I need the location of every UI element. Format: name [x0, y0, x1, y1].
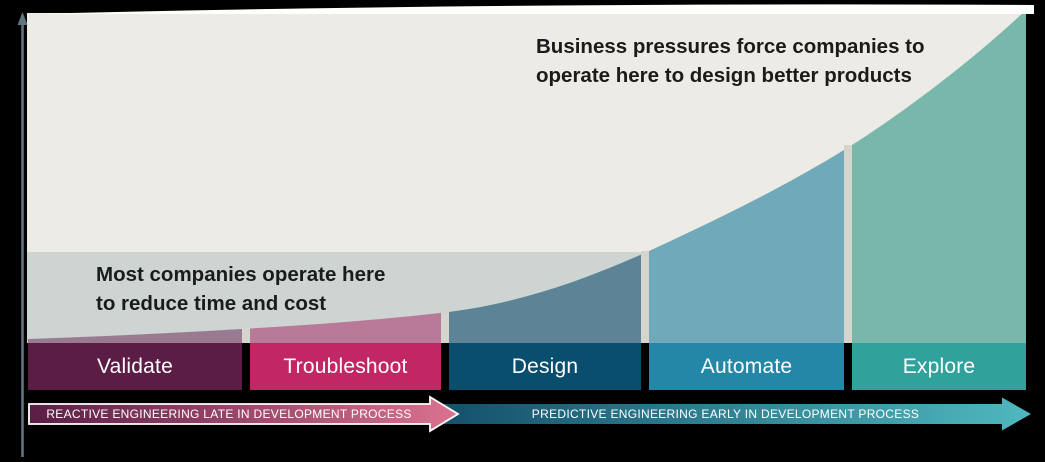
stage-bar-validate: Validate: [28, 343, 242, 390]
top-edge-highlight: [27, 4, 1034, 14]
reactive-arrow-text: REACTIVE ENGINEERING LATE IN DEVELOPMENT…: [46, 407, 412, 421]
stage-bar-design: Design: [449, 343, 641, 390]
annotation-line: Business pressures force companies to: [536, 35, 925, 58]
stage-bar-label: Design: [511, 354, 579, 378]
stage-bar-label: Explore: [902, 354, 976, 378]
stage-bar-label: Automate: [700, 354, 793, 378]
stage-divider: [641, 251, 649, 343]
stage-divider: [441, 313, 449, 343]
stage-dividers: [242, 145, 852, 343]
stage-bar-automate: Automate: [649, 343, 844, 390]
business-pressures-annotation: Business pressures force companies to op…: [536, 32, 925, 90]
annotation-line: Most companies operate here: [96, 263, 386, 286]
reactive-arrow-label: REACTIVE ENGINEERING LATE IN DEVELOPMENT…: [30, 403, 428, 425]
stage-bar-troubleshoot: Troubleshoot: [250, 343, 441, 390]
annotation-line: to reduce time and cost: [96, 292, 327, 315]
stage-divider: [242, 328, 250, 343]
annotation-line: operate here to design better products: [536, 64, 912, 87]
reactive-arrow-shape: [28, 395, 460, 433]
stage-bar-explore: Explore: [852, 343, 1026, 390]
predictive-arrow-text: PREDICTIVE ENGINEERING EARLY IN DEVELOPM…: [531, 407, 920, 421]
y-axis-arrowhead: [17, 12, 28, 25]
predictive-arrow-label: PREDICTIVE ENGINEERING EARLY IN DEVELOPM…: [449, 403, 1002, 425]
most-companies-annotation: Most companies operate here to reduce ti…: [96, 260, 385, 318]
stage-bar-label: Troubleshoot: [283, 354, 408, 378]
stage-divider: [844, 145, 852, 343]
predictive-arrow-shape: [440, 397, 1031, 431]
stage-bar-label: Validate: [97, 354, 173, 378]
